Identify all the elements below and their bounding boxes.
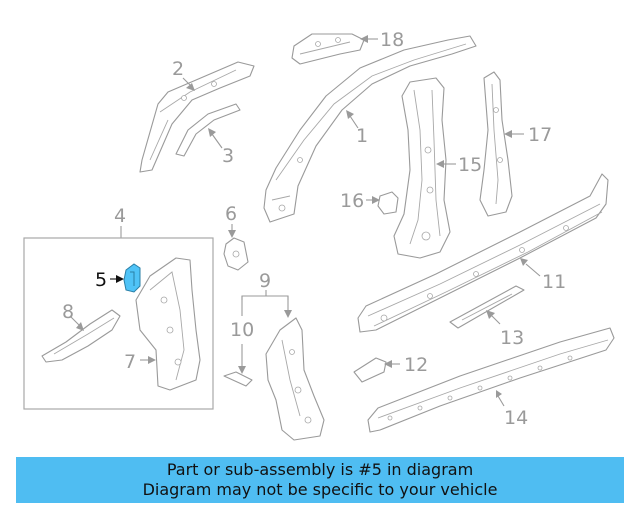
info-banner: Part or sub-assembly is #5 in diagram Di…: [16, 457, 624, 503]
part-8-bracket: 8: [41, 301, 121, 363]
callout-1: 1: [356, 125, 368, 147]
callout-2: 2: [172, 58, 184, 80]
callout-15: 15: [458, 154, 482, 176]
part-17-rear-pillar: 17: [479, 71, 552, 217]
part-15-center-pillar: 15: [393, 77, 482, 259]
callout-4: 4: [114, 205, 126, 227]
callout-7: 7: [124, 351, 136, 373]
banner-line-2: Diagram may not be specific to your vehi…: [142, 480, 498, 499]
callout-12: 12: [404, 354, 428, 376]
callout-5: 5: [95, 269, 107, 291]
part-11-side-sill-inner: 11: [357, 173, 609, 333]
part-12-bracket: 12: [353, 354, 428, 383]
callout-10: 10: [230, 319, 254, 341]
callout-3: 3: [222, 145, 234, 167]
part-9-10-pillar-lower: 9 10: [223, 270, 325, 441]
callout-14: 14: [504, 407, 528, 429]
part-2-a-pillar-upper: 2: [139, 58, 255, 173]
part-5-highlighted[interactable]: 5: [95, 263, 141, 293]
sub-assembly-4-box: 4 8 7 5: [23, 205, 214, 410]
callout-18: 18: [380, 29, 404, 51]
part-14-rocker-outer: 14: [367, 327, 615, 433]
callout-9: 9: [259, 270, 271, 292]
part-13-rail: 13: [449, 285, 525, 349]
part-16-bracket: 16: [340, 190, 399, 215]
banner-line-1: Part or sub-assembly is #5 in diagram: [166, 460, 474, 479]
part-7-pillar-inner: 7: [124, 257, 201, 391]
callout-6: 6: [225, 203, 237, 225]
callout-16: 16: [340, 190, 364, 212]
part-3-pillar-strip: 3: [175, 103, 241, 167]
callout-8: 8: [62, 301, 74, 323]
part-1-roof-side-rail: 1: [263, 35, 477, 223]
callout-11: 11: [542, 271, 566, 293]
callout-13: 13: [500, 327, 524, 349]
callout-17: 17: [528, 124, 552, 146]
parts-diagram: 18 2 3 1 15: [23, 29, 615, 441]
part-6-gusset: 6: [223, 203, 249, 271]
part-18-roof-bracket: 18: [291, 29, 404, 65]
